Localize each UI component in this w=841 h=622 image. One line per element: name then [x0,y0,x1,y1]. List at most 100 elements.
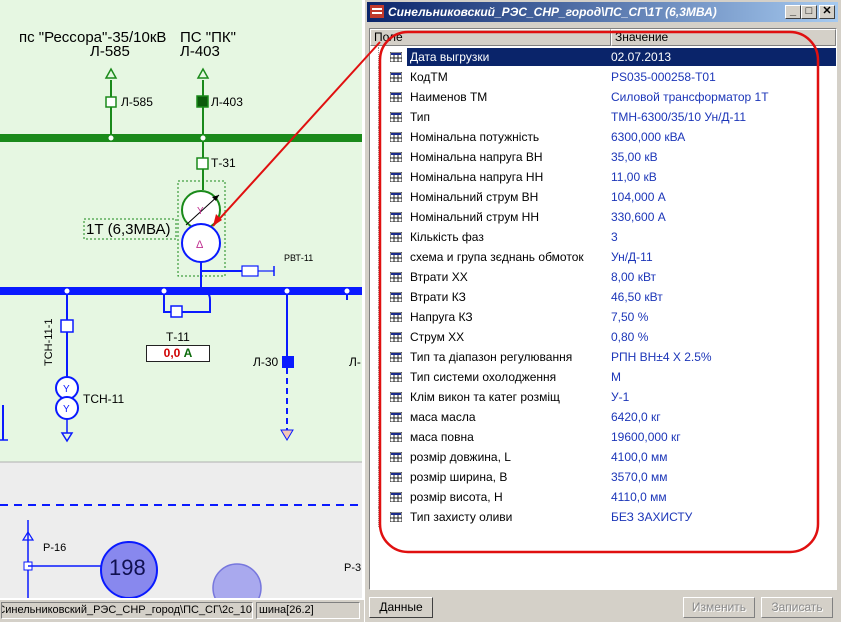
schematic-canvas[interactable]: Y Δ Y Y [0,0,362,598]
field-name: розмір довжина, L [410,450,511,464]
field-name: Номінальна напруга НН [410,170,544,184]
field-name: Струм ХХ [410,330,465,344]
svg-text:Y: Y [63,404,70,415]
field-value: 6300,000 кВА [611,130,686,144]
transformer-label[interactable]: 1Т (6,3МВА) [86,221,171,238]
tree-line [378,47,380,67]
field-icon [390,492,402,502]
field-name: Тип [410,110,431,124]
field-name: маса повна [410,430,474,444]
field-icon [390,452,402,462]
field-name: Дата выгрузки [410,50,490,64]
field-value: 104,000 А [611,190,666,204]
line-label-l585: Л-585 [90,43,130,60]
field-name: Тип та діапазон регулювання [410,350,573,364]
field-icon [390,172,402,182]
field-name: Кількість фаз [410,230,484,244]
field-name: КодТМ [410,70,448,84]
save-button[interactable]: Записать [761,597,833,618]
feeder-label-l30: Л-30 [253,355,279,369]
counter-value: 198 [109,555,146,580]
status-path-text: Синельниковский_РЭС_СНР_город\ПС_СГ\2с_1… [1,604,252,616]
svg-text:Y: Y [197,206,204,217]
field-icon [390,292,402,302]
field-icon [390,432,402,442]
status-bus: шина[26.2] [256,602,360,619]
field-value: Ун/Д-11 [611,250,653,264]
data-button[interactable]: Данные [369,597,433,618]
field-icon [390,112,402,122]
grid-row[interactable]: Тип та діапазон регулювання РПН ВН±4 Х 2.… [370,347,836,367]
field-icon [390,252,402,262]
field-value: 35,00 кВ [611,150,658,164]
field-name: Тип захисту оливи [410,510,513,524]
tree-line [378,387,380,407]
grid-row[interactable]: Номінальна напруга НН 11,00 кВ [370,167,836,187]
field-icon [390,212,402,222]
switch-label-t11: Т-11 [166,330,190,344]
field-icon [390,512,402,522]
field-value: У-1 [611,390,630,404]
field-name: Номінальна напруга ВН [410,150,543,164]
tree-line [378,207,380,227]
line-arrow-l585 [104,67,118,79]
svg-text:Y: Y [63,384,70,395]
title-bar[interactable]: Синельниковский_РЭС_СНР_город\ПС_СГ\1Т (… [367,2,838,22]
tree-line [378,187,380,207]
tsn-vertical-label: ТСН-11-1 [43,318,55,366]
switch-t11 [170,305,183,318]
minimize-button[interactable]: _ [785,5,801,19]
grid-row[interactable]: Струм ХХ 0,80 % [370,327,836,347]
close-button[interactable]: ✕ [819,5,835,19]
field-value: РПН ВН±4 Х 2.5% [611,350,712,364]
tree-line [378,107,380,127]
field-value: 8,00 кВт [611,270,657,284]
status-path: Синельниковский_РЭС_СНР_город\ПС_СГ\2с_1… [1,602,253,619]
field-value: 19600,000 кг [611,430,681,444]
field-value: 0,80 % [611,330,649,344]
column-header-field[interactable]: Поле [370,29,611,46]
field-name: Тип системи охолодження [410,370,557,384]
field-icon [390,352,402,362]
field-icon [390,72,402,82]
line-arrow-l403 [196,67,210,79]
edit-button[interactable]: Изменить [683,597,755,618]
field-name: схема и група зєднань обмоток [410,250,584,264]
switch-l585 [105,96,117,108]
field-name: Наименов ТМ [410,90,488,104]
tsn-label: ТСН-11 [83,392,125,406]
field-value: 11,00 кВ [611,170,657,184]
grid-row[interactable]: схема и група зєднань обмоток Ун/Д-11 [370,247,836,267]
field-icon [390,332,402,342]
field-name: розмір ширина, B [410,470,508,484]
column-header-value[interactable]: Значение [611,29,836,46]
grid-row[interactable]: маса повна 19600,000 кг [370,427,836,447]
tree-line [378,267,380,287]
switch-l30 [282,356,294,368]
tree-line [378,307,380,327]
tree-line [378,447,380,467]
maximize-button[interactable]: □ [801,5,817,19]
grid-row[interactable]: Номінальна напруга ВН 35,00 кВ [370,147,836,167]
rvt-label: РВТ-11 [284,253,314,263]
field-icon [390,312,402,322]
